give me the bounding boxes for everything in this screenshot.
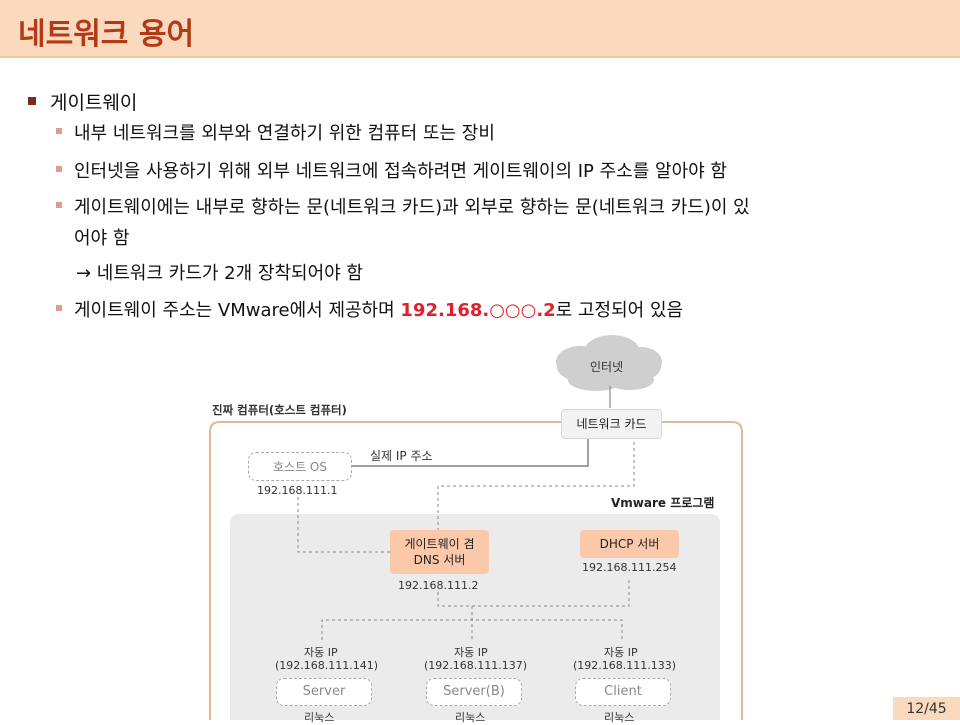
bullet-sub-3-text-2: 어야 함: [74, 228, 130, 249]
bullet-sub-4-suffix: 로 고정되어 있음: [555, 300, 684, 321]
client-os: 리눅스: [455, 711, 486, 724]
bullet-main: 게이트웨이: [28, 88, 137, 115]
bullet-square-icon: [28, 96, 36, 105]
bullet-sub-4-prefix: 게이트웨이 주소는 VMware에서 제공하며: [74, 300, 401, 321]
bullet-sub-2-text: 인터넷을 사용하기 위해 외부 네트워크에 접속하려면 게이트웨이의 IP 주소…: [74, 161, 727, 182]
dhcp-ip: 192.168.111.254: [582, 561, 677, 574]
client-name: Client: [604, 684, 642, 699]
arrow-note: → 네트워크 카드가 2개 장착되어야 함: [76, 263, 363, 284]
bullet-sub-3-text-1: 게이트웨이에는 내부로 향하는 문(네트워크 카드)과 외부로 향하는 문(네트…: [74, 197, 750, 218]
bullet-sub-3: 게이트웨이에는 내부로 향하는 문(네트워크 카드)과 외부로 향하는 문(네트…: [56, 192, 936, 254]
client-box-server: Server: [276, 678, 372, 706]
client-box-server-b: Server(B): [426, 678, 522, 706]
host-os-label: 호스트 OS: [273, 459, 327, 474]
host-os-box: 호스트 OS: [248, 452, 352, 481]
client-auto-ip: 자동 IP: [454, 646, 488, 659]
gateway-address-highlight: 192.168.○○○.2: [400, 300, 556, 321]
client-ip: (192.168.111.141): [275, 659, 379, 672]
client-name: Server(B): [443, 684, 505, 699]
network-card-label: 네트워크 카드: [576, 417, 647, 431]
client-auto-ip: 자동 IP: [604, 646, 638, 659]
bullet-sub-1-text: 내부 네트워크를 외부와 연결하기 위한 컴퓨터 또는 장비: [74, 123, 495, 144]
internet-label: 인터넷: [590, 360, 624, 374]
client-ip: (192.168.111.137): [424, 659, 528, 672]
bullet-sub-icon: [56, 128, 62, 134]
title-bar: 네트워크 용어: [0, 0, 960, 58]
network-card-box: 네트워크 카드: [561, 409, 662, 439]
gateway-label-2: DNS 서버: [413, 553, 466, 567]
internet-cloud-icon: [556, 335, 662, 391]
client-os: 리눅스: [304, 711, 335, 724]
client-os: 리눅스: [604, 711, 635, 724]
host-os-ip: 192.168.111.1: [257, 484, 338, 497]
vmware-program-label: Vmware 프로그램: [611, 496, 715, 510]
bullet-sub-icon: [56, 202, 62, 208]
bullet-main-text: 게이트웨이: [50, 92, 138, 114]
bullet-sub-2: 인터넷을 사용하기 위해 외부 네트워크에 접속하려면 게이트웨이의 IP 주소…: [56, 156, 936, 188]
bullet-sub-1: 내부 네트워크를 외부와 연결하기 위한 컴퓨터 또는 장비: [56, 118, 936, 150]
bullet-sub-icon: [56, 305, 62, 311]
client-name: Server: [302, 684, 346, 699]
real-ip-label: 실제 IP 주소: [370, 449, 433, 463]
client-ip: (192.168.111.133): [573, 659, 677, 672]
bullet-sub-4: 게이트웨이 주소는 VMware에서 제공하며 192.168.○○○.2로 고…: [56, 295, 936, 327]
dhcp-server-box: DHCP 서버: [580, 530, 679, 558]
bullet-sub-icon: [56, 166, 62, 172]
gateway-dns-box: 게이트웨이 겸 DNS 서버: [390, 530, 489, 574]
host-computer-label: 진짜 컴퓨터(호스트 컴퓨터): [212, 403, 347, 417]
slide-title: 네트워크 용어: [18, 17, 195, 52]
dhcp-label: DHCP 서버: [599, 537, 660, 551]
client-box-client: Client: [575, 678, 671, 706]
client-auto-ip: 자동 IP: [304, 646, 338, 659]
page-number: 12/45: [893, 697, 960, 720]
gateway-ip: 192.168.111.2: [398, 579, 479, 592]
gateway-label-1: 게이트웨이 겸: [404, 537, 475, 551]
